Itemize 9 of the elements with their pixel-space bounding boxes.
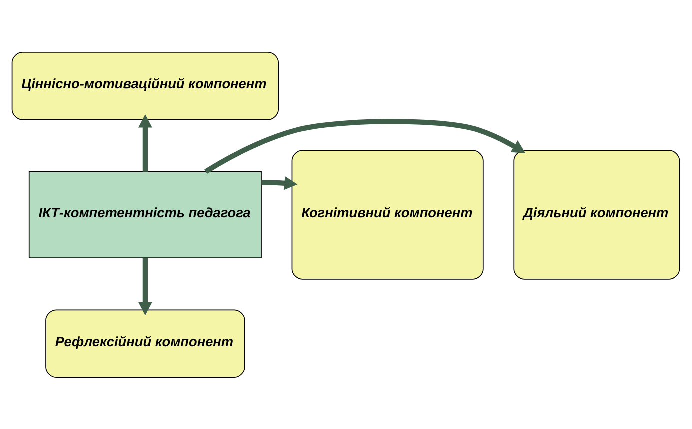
arrow	[204, 118, 526, 174]
arrow	[138, 258, 152, 316]
node-box: Ціннісно-мотиваційний компонент	[12, 51, 279, 120]
arrow	[262, 176, 298, 190]
node-box: Рефлексійний компонент	[46, 309, 246, 378]
arrow	[138, 114, 152, 172]
node-box: Когнітивний компонент	[292, 150, 484, 280]
node-box: ІКТ-компетентність педагога	[28, 170, 262, 258]
node-box: Діяльний компонент	[514, 150, 680, 280]
